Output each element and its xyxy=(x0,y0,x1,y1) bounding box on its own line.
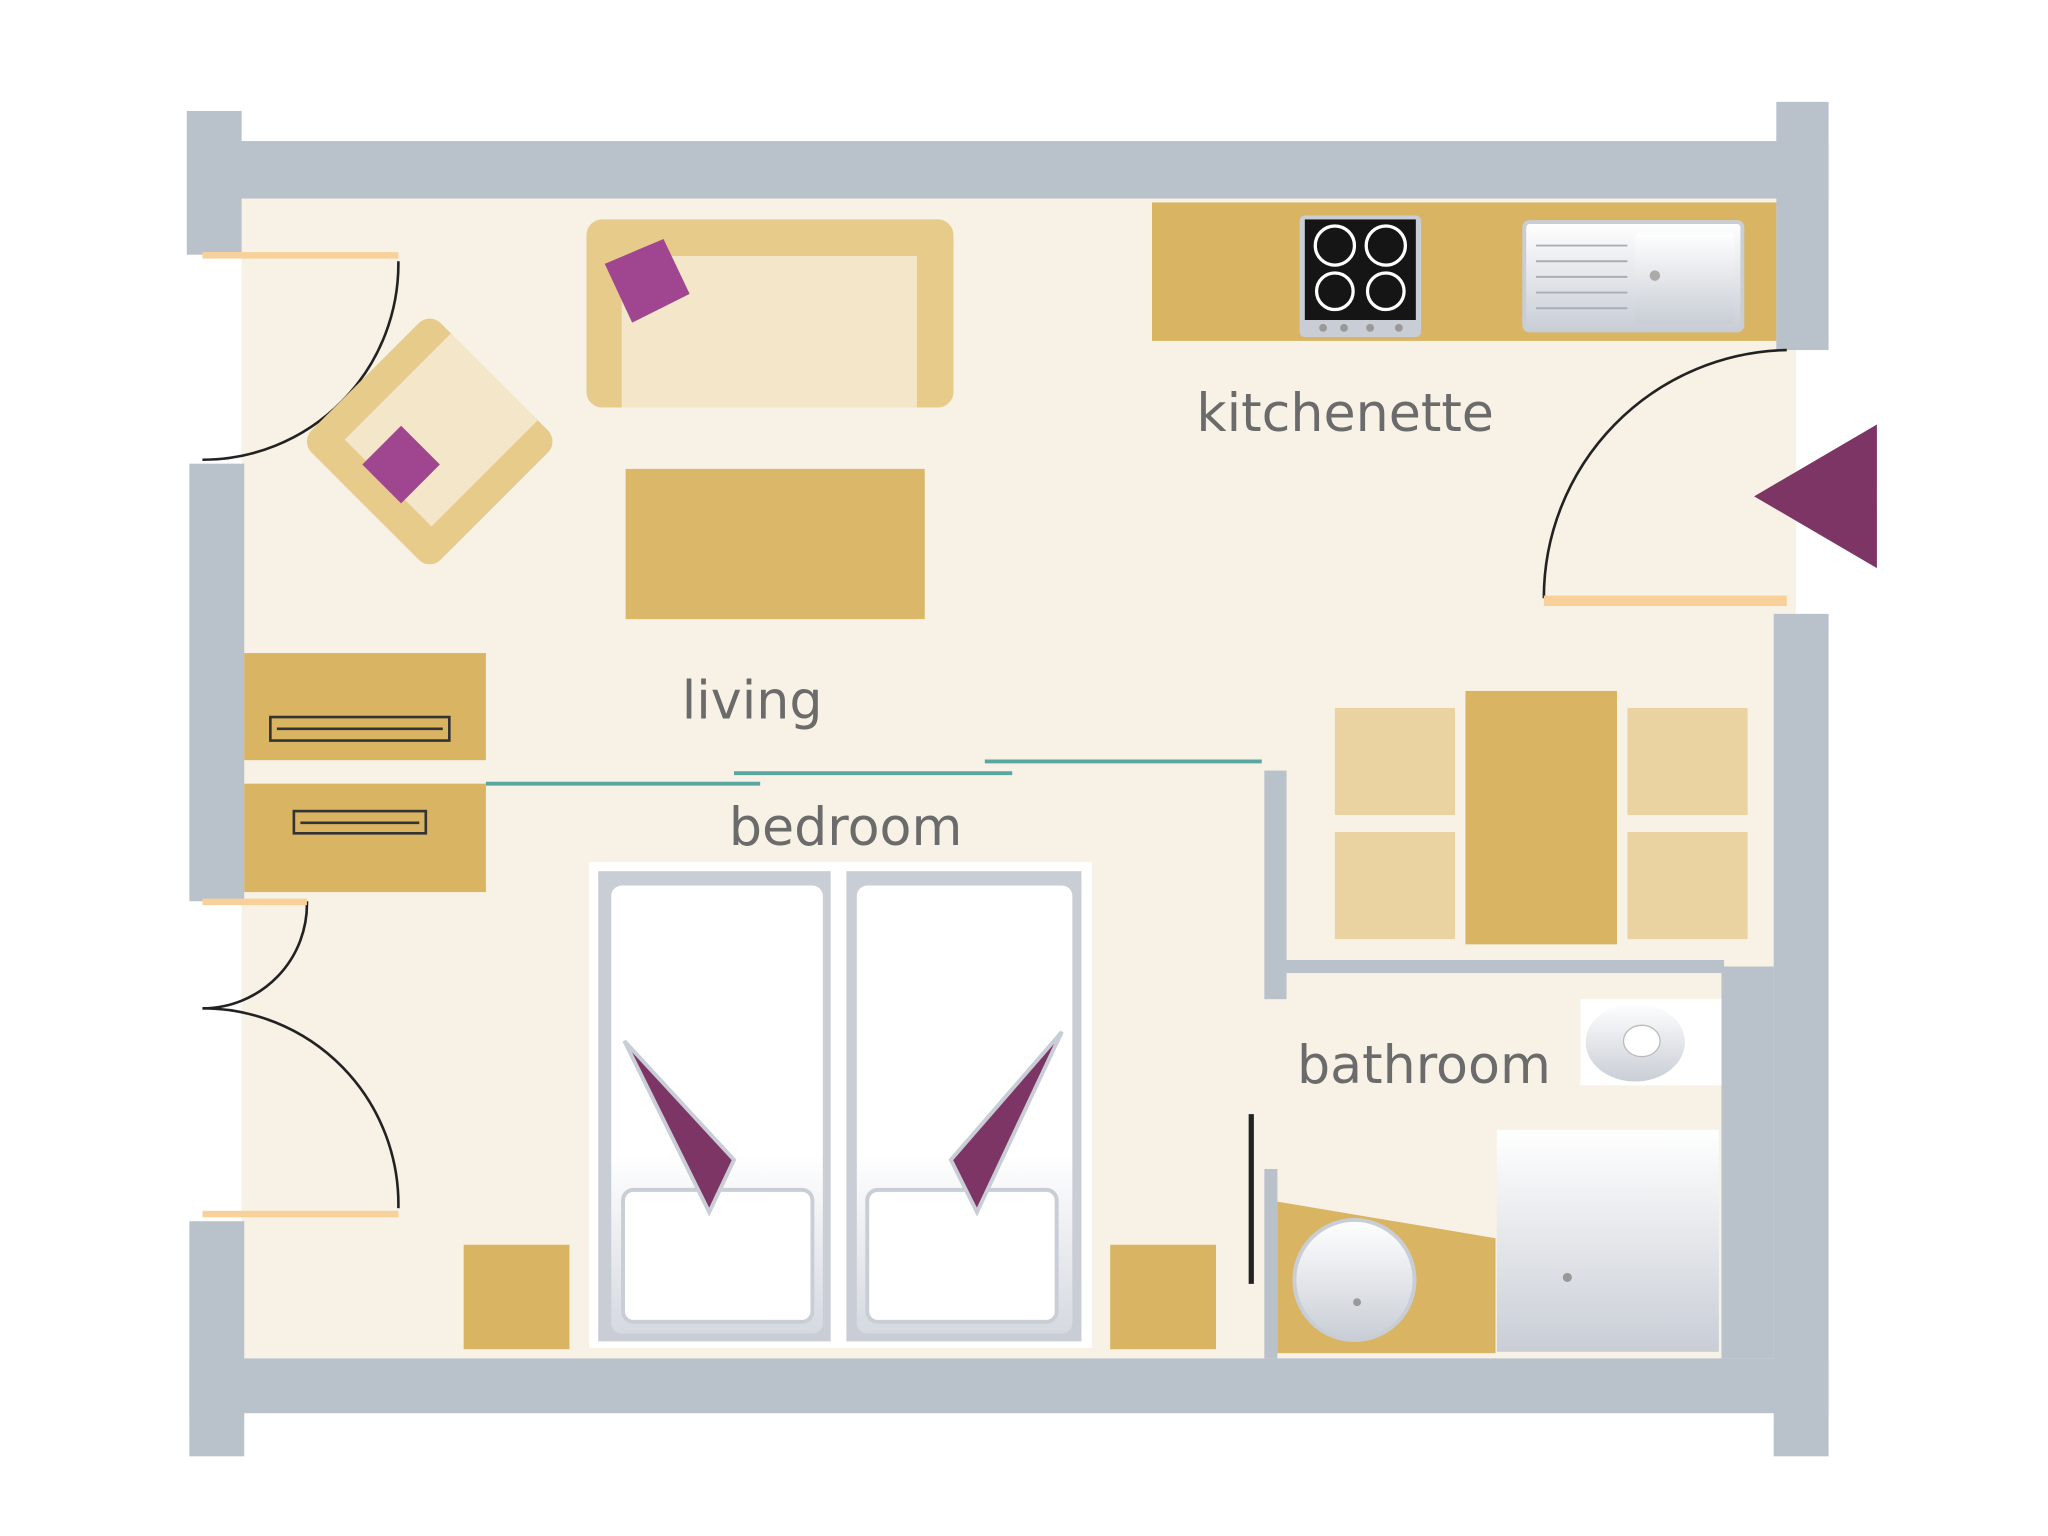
nightstand-left xyxy=(463,1244,570,1350)
nightstand-right xyxy=(1110,1244,1216,1350)
wardrobe xyxy=(244,653,486,893)
washbasin xyxy=(1580,999,1722,1086)
dining-table xyxy=(1334,690,1748,945)
door-sills xyxy=(202,252,1787,1218)
sink-icon xyxy=(1522,220,1745,333)
stove-icon xyxy=(1299,215,1422,337)
room-label-kitchenette: kitchenette xyxy=(1196,384,1494,444)
armchair xyxy=(306,318,553,565)
entrance-arrow-icon[interactable] xyxy=(1754,424,1877,569)
toilet xyxy=(1277,1201,1496,1354)
sliding-partition xyxy=(485,759,1262,786)
sofa xyxy=(586,219,954,408)
shower xyxy=(1496,1129,1719,1352)
room-label-bathroom: bathroom xyxy=(1297,1036,1551,1096)
room-label-living: living xyxy=(682,671,823,731)
room-label-bedroom: bedroom xyxy=(729,798,963,858)
double-bed xyxy=(589,862,1092,1348)
coffee-table xyxy=(625,468,925,620)
walls xyxy=(186,101,1829,1457)
